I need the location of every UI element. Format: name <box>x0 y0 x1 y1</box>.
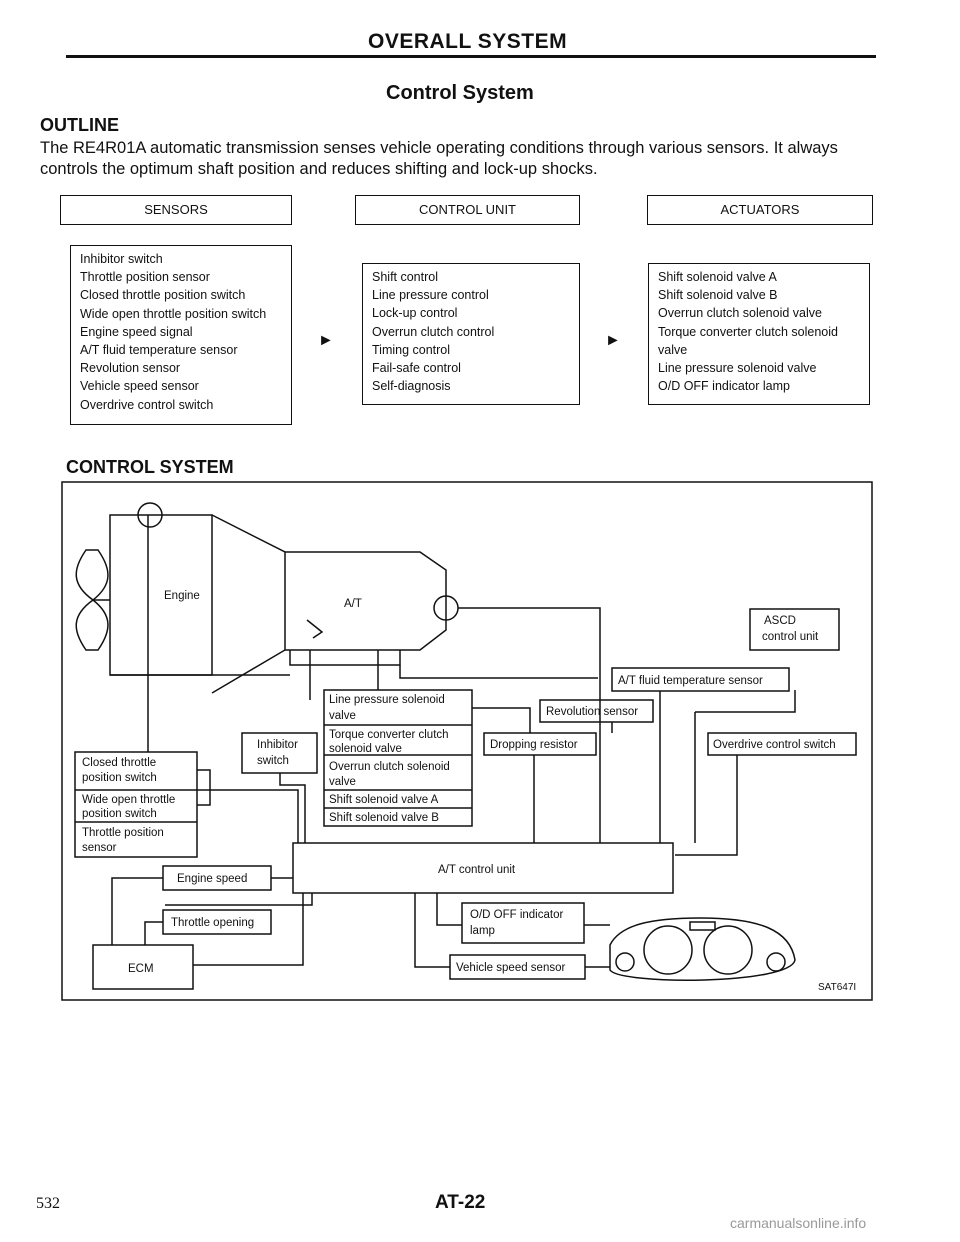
page-header: OVERALL SYSTEM <box>368 30 568 53</box>
page-number: 532 <box>36 1195 60 1212</box>
svg-text:Overdrive control switch: Overdrive control switch <box>713 739 836 751</box>
list-item: Vehicle speed sensor <box>80 379 199 394</box>
instrument-cluster-icon <box>609 917 796 981</box>
list-item: Lock-up control <box>372 306 458 321</box>
svg-text:Engine speed: Engine speed <box>177 873 247 885</box>
flow-arrow: ► <box>318 332 334 349</box>
shift-lever-icon <box>306 619 324 639</box>
list-item: Overrun clutch control <box>372 324 495 339</box>
outline-heading: OUTLINE <box>40 115 119 135</box>
list-item: valve <box>658 342 688 357</box>
at-body <box>285 551 447 651</box>
svg-text:switch: switch <box>257 755 289 767</box>
sensors-list: Inhibitor switch Throttle position senso… <box>70 245 292 425</box>
pulley-icon <box>137 502 163 528</box>
svg-text:Throttle opening: Throttle opening <box>171 917 254 929</box>
svg-text:position switch: position switch <box>82 772 157 784</box>
svg-text:Closed throttle: Closed throttle <box>82 757 156 769</box>
flow-arrow: ► <box>605 332 621 349</box>
list-item: Engine speed signal <box>80 324 193 339</box>
control-unit-list: Shift control Line pressure control Lock… <box>362 263 580 405</box>
svg-text:solenoid valve: solenoid valve <box>329 743 402 755</box>
list-item: Shift solenoid valve B <box>658 288 778 303</box>
page-code: AT-22 <box>435 1192 486 1213</box>
list-item: O/D OFF indicator lamp <box>658 379 790 394</box>
watermark: carmanualsonline.info <box>730 1215 867 1231</box>
list-item: Fail-safe control <box>372 361 461 376</box>
svg-text:O/D OFF indicator: O/D OFF indicator <box>470 909 563 921</box>
bell-housing <box>211 514 286 694</box>
svg-text:valve: valve <box>329 710 356 722</box>
list-item: Self-diagnosis <box>372 379 451 394</box>
svg-text:Throttle position: Throttle position <box>82 827 164 839</box>
svg-text:Torque converter clutch: Torque converter clutch <box>329 729 449 741</box>
svg-text:Inhibitor: Inhibitor <box>257 739 298 751</box>
svg-text:Revolution sensor: Revolution sensor <box>546 706 638 718</box>
list-item: Timing control <box>372 342 451 357</box>
svg-text:sensor: sensor <box>82 842 117 854</box>
list-item: Torque converter clutch solenoid <box>658 324 838 339</box>
list-item: Line pressure control <box>372 288 489 303</box>
svg-text:lamp: lamp <box>470 925 495 937</box>
list-item: Closed throttle position switch <box>80 288 246 303</box>
list-item: Inhibitor switch <box>80 252 163 266</box>
control-system-heading: CONTROL SYSTEM <box>66 457 234 477</box>
list-item: Shift control <box>372 270 439 284</box>
svg-text:valve: valve <box>329 776 356 788</box>
svg-text:Dropping resistor: Dropping resistor <box>490 739 578 751</box>
list-item: Overdrive control switch <box>80 397 214 412</box>
svg-text:ASCD: ASCD <box>764 615 796 627</box>
list-item: Shift solenoid valve A <box>658 270 777 284</box>
engine-label: Engine <box>164 590 200 602</box>
svg-text:ECM: ECM <box>128 963 154 975</box>
svg-text:A/T: A/T <box>344 598 362 610</box>
sensors-header: SENSORS <box>60 195 292 225</box>
svg-text:A/T control unit: A/T control unit <box>438 864 516 876</box>
svg-text:Overrun clutch solenoid: Overrun clutch solenoid <box>329 761 450 773</box>
actuators-header: ACTUATORS <box>647 195 873 225</box>
svg-text:Shift solenoid valve B: Shift solenoid valve B <box>329 812 439 824</box>
fan-blade-icon <box>75 549 109 601</box>
header-rule <box>66 55 876 58</box>
list-item: Throttle position sensor <box>80 270 210 285</box>
svg-text:SAT647I: SAT647I <box>818 982 856 993</box>
list-item: Wide open throttle position switch <box>80 306 267 321</box>
svg-text:control unit: control unit <box>762 631 819 643</box>
svg-text:Wide open throttle: Wide open throttle <box>82 794 175 806</box>
svg-text:A/T fluid temperature sensor: A/T fluid temperature sensor <box>618 675 763 687</box>
svg-text:Shift solenoid valve A: Shift solenoid valve A <box>329 794 439 806</box>
diagram-frame <box>61 481 873 1001</box>
svg-text:Vehicle speed sensor: Vehicle speed sensor <box>456 962 565 974</box>
svg-text:position switch: position switch <box>82 808 157 820</box>
section-title: Control System <box>386 82 534 104</box>
list-item: Overrun clutch solenoid valve <box>658 306 822 321</box>
list-item: A/T fluid temperature sensor <box>80 343 238 358</box>
svg-text:Line pressure solenoid: Line pressure solenoid <box>329 694 445 706</box>
list-item: Revolution sensor <box>80 361 181 376</box>
list-item: Line pressure solenoid valve <box>658 361 817 376</box>
actuators-list: Shift solenoid valve A Shift solenoid va… <box>648 263 870 405</box>
control-unit-header: CONTROL UNIT <box>355 195 580 225</box>
outline-text: The RE4R01A automatic transmission sense… <box>40 139 838 178</box>
